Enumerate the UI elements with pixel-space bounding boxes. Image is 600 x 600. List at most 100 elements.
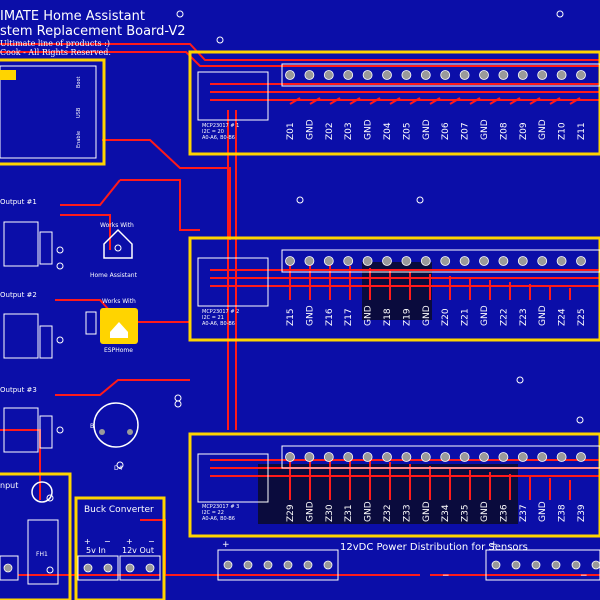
terminal-pad xyxy=(537,256,548,266)
terminal-pad xyxy=(382,452,392,462)
terminal-label: GND xyxy=(538,305,548,326)
esp-enable-label: Enable xyxy=(76,131,82,148)
terminal-pad xyxy=(223,560,233,570)
terminal-pad xyxy=(362,452,373,462)
terminal-label: Z21 xyxy=(461,308,471,326)
terminal-pad xyxy=(440,452,451,462)
terminal-pad xyxy=(498,256,509,266)
terminal-pad xyxy=(83,563,93,573)
via xyxy=(216,36,224,44)
terminal-label: Z02 xyxy=(325,122,335,140)
terminal-pad xyxy=(571,560,581,570)
terminal-pad xyxy=(304,256,315,266)
home-assistant-logo xyxy=(103,228,133,259)
via xyxy=(416,196,424,204)
via xyxy=(56,426,64,434)
buck-minus-out: − xyxy=(148,537,155,546)
buzzer-ref: B xyxy=(90,423,94,430)
input-label: nput xyxy=(0,481,18,490)
via xyxy=(516,376,524,384)
terminal-pad xyxy=(459,452,470,462)
terminal-pad xyxy=(556,256,567,266)
input-connector xyxy=(27,481,59,585)
terminal-label: Z20 xyxy=(441,308,451,326)
esphome-logo-bottom-text: ESPHome xyxy=(104,347,133,354)
via xyxy=(46,494,54,502)
vias xyxy=(46,10,584,574)
output-2-label: Output #2 xyxy=(0,291,37,299)
terminal-label: Z15 xyxy=(286,308,296,326)
terminal-pad xyxy=(511,560,521,570)
terminal-label: GND xyxy=(480,119,490,140)
via xyxy=(576,416,584,424)
terminal-label: GND xyxy=(305,119,315,140)
terminal-strips xyxy=(0,63,600,581)
power-sign-4: − xyxy=(580,571,588,581)
terminal-pad xyxy=(591,560,600,570)
chip-2-addr: I2C = 21 xyxy=(202,315,224,321)
terminal-pad xyxy=(362,256,373,266)
terminal-label: Z30 xyxy=(325,504,335,522)
esphome-logo-top-text: Works With xyxy=(102,298,136,305)
terminal-label: GND xyxy=(538,501,548,522)
terminal-label: Z01 xyxy=(286,122,296,140)
terminal-label: Z32 xyxy=(383,504,393,522)
chip-3-name: MCP23017 # 3 xyxy=(202,504,239,510)
esphome-logo xyxy=(85,308,138,344)
via xyxy=(296,196,304,204)
terminal-label: Z29 xyxy=(286,504,296,522)
terminal-label: Z10 xyxy=(558,122,568,140)
chip-2-pins: A0-A6, B0-B6 xyxy=(202,321,235,327)
via xyxy=(46,566,54,574)
terminal-pad xyxy=(401,256,412,266)
terminal-pad xyxy=(420,256,431,266)
terminal-label: Z38 xyxy=(558,504,568,522)
terminal-pad xyxy=(440,70,451,80)
via xyxy=(176,10,184,18)
board-title-line1: IMATE Home Assistant xyxy=(0,9,145,24)
terminal-pad xyxy=(537,452,548,462)
terminal-pad xyxy=(491,560,501,570)
buck-minus-in: − xyxy=(104,537,111,546)
terminal-pad xyxy=(304,452,315,462)
power-sign-1: + xyxy=(222,540,230,550)
terminal-pad xyxy=(343,70,354,80)
terminal-pad xyxy=(382,256,392,266)
terminal-pad xyxy=(323,70,334,80)
terminal-pad xyxy=(479,70,489,80)
terminal-pad xyxy=(459,256,470,266)
terminal-label: GND xyxy=(422,501,432,522)
terminal-label: Z23 xyxy=(519,308,529,326)
terminal-pad xyxy=(537,70,548,80)
mcp-chips xyxy=(197,71,269,503)
terminal-pad xyxy=(243,560,253,570)
terminal-pad xyxy=(556,70,567,80)
output-3-label: Output #3 xyxy=(0,386,37,394)
terminal-pad xyxy=(263,560,273,570)
terminal-label: GND xyxy=(480,501,490,522)
terminal-pad xyxy=(517,256,528,266)
terminal-pads xyxy=(3,70,600,573)
terminal-pad xyxy=(125,563,135,573)
via xyxy=(116,461,124,469)
terminal-label: Z39 xyxy=(577,504,587,522)
terminal-label: Z05 xyxy=(402,122,412,140)
esp-usb-label: USB xyxy=(76,107,82,118)
terminal-pad xyxy=(362,70,373,80)
via xyxy=(56,262,64,270)
terminal-pad xyxy=(304,70,315,80)
terminal-label: Z11 xyxy=(577,122,587,140)
terminal-label: Z37 xyxy=(519,504,529,522)
terminal-pad xyxy=(285,452,295,462)
terminal-pad xyxy=(343,452,354,462)
terminal-pad xyxy=(551,560,561,570)
terminal-label: Z03 xyxy=(344,122,354,140)
board-title-line3: Ultimate line of products :) xyxy=(0,39,110,48)
fuse-ref: FH1 xyxy=(36,551,48,558)
terminal-pad xyxy=(343,256,354,266)
terminal-label: Z35 xyxy=(461,504,471,522)
